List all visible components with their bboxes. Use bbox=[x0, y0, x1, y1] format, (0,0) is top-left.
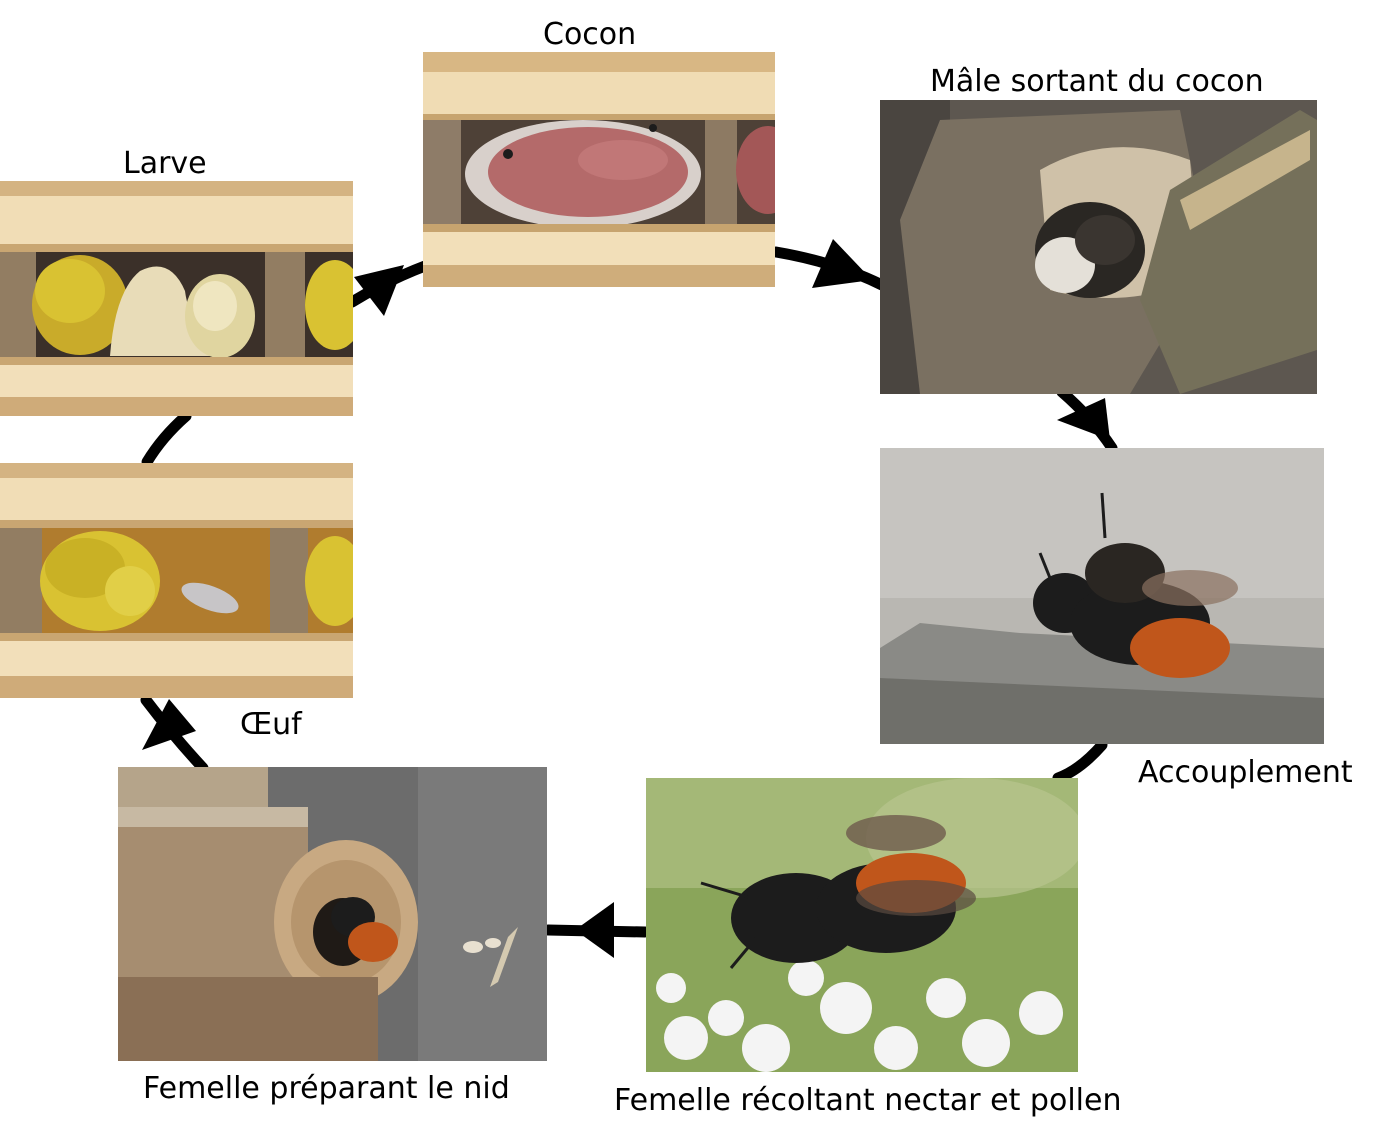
arrowhead-to-cocoon-icon bbox=[354, 265, 404, 316]
cocoon-label: Cocon bbox=[543, 17, 637, 52]
egg-label: Œuf bbox=[240, 707, 302, 742]
arrowhead-to-mating-icon bbox=[1057, 398, 1110, 440]
arrowhead-to-male-icon bbox=[812, 239, 872, 288]
female-foraging-label: Femelle récoltant nectar et pollen bbox=[614, 1083, 1122, 1118]
egg-photo bbox=[0, 463, 353, 698]
larva-label: Larve bbox=[123, 146, 207, 181]
cocoon-photo bbox=[423, 52, 775, 287]
female-foraging-photo bbox=[646, 778, 1078, 1072]
male-emerging-label: Mâle sortant du cocon bbox=[930, 64, 1264, 99]
female-nesting-label: Femelle préparant le nid bbox=[143, 1071, 510, 1106]
female-nesting-photo bbox=[118, 767, 547, 1061]
arrowhead-to-nesting-icon bbox=[575, 902, 614, 958]
arrowhead-to-egg-icon bbox=[142, 699, 196, 750]
larva-photo bbox=[0, 181, 353, 416]
male-emerging-photo bbox=[880, 100, 1317, 394]
connector-mating-to-foraging bbox=[1052, 739, 1108, 784]
mating-photo bbox=[880, 448, 1324, 744]
mating-label: Accouplement bbox=[1138, 755, 1353, 790]
connector-egg-to-larva bbox=[141, 410, 192, 468]
